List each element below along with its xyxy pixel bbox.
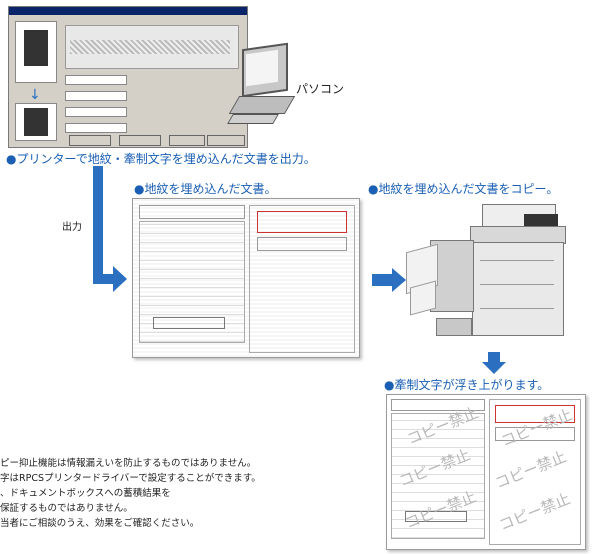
pattern-group <box>65 25 239 69</box>
note-line: 当者にご相談のうえ、効果をご確認ください。 <box>0 518 200 529</box>
preview-pane <box>15 21 57 83</box>
result-preview-pane <box>15 103 57 141</box>
copier-illustration <box>400 200 586 350</box>
printer-driver-dialog: ↓ <box>8 6 248 148</box>
notes-block: ピー抑止機能は情報漏えいを防止するものではありません。 字はRPCSプリンタード… <box>0 456 261 531</box>
note-line: 保証するものではありません。 <box>0 503 133 514</box>
down-arrow-icon: ↓ <box>29 87 41 103</box>
ok-button[interactable] <box>69 135 111 146</box>
text-field[interactable] <box>65 75 127 85</box>
output-label: 出力 <box>62 222 82 233</box>
pc-illustration <box>227 42 296 124</box>
output-arrow-horizontal <box>93 274 115 284</box>
note-line: 、ドキュメントボックスへの蓄積結果を <box>0 488 171 499</box>
pc-label: パソコン <box>296 82 345 96</box>
angle-select[interactable] <box>65 123 127 133</box>
step1-caption: ●プリンターで地紋・牽制文字を埋め込んだ文書を出力。 <box>6 152 316 166</box>
cancel-button[interactable] <box>119 135 161 146</box>
step2-caption: ●地紋を埋め込んだ文書。 <box>134 182 277 196</box>
output-arrow-head <box>113 266 127 292</box>
note-line: ピー抑止機能は情報漏えいを防止するものではありません。 <box>0 458 257 469</box>
default-button[interactable] <box>207 135 245 146</box>
step4-caption: ●牽制文字が浮き上がります。 <box>384 378 550 392</box>
patterned-document <box>132 198 360 358</box>
copied-document: コピー禁止 コピー禁止 コピー禁止 コピー禁止 コピー禁止 コピー禁止 <box>386 394 586 550</box>
font-select[interactable] <box>65 91 127 101</box>
dialog-titlebar <box>9 7 247 15</box>
step3-caption: ●地紋を埋め込んだ文書をコピー。 <box>368 182 559 196</box>
note-line: 字はRPCSプリンタードライバーで設定することができます。 <box>0 473 261 484</box>
output-arrow-vertical <box>93 166 103 284</box>
size-select[interactable] <box>65 107 127 117</box>
help-button[interactable] <box>169 135 205 146</box>
